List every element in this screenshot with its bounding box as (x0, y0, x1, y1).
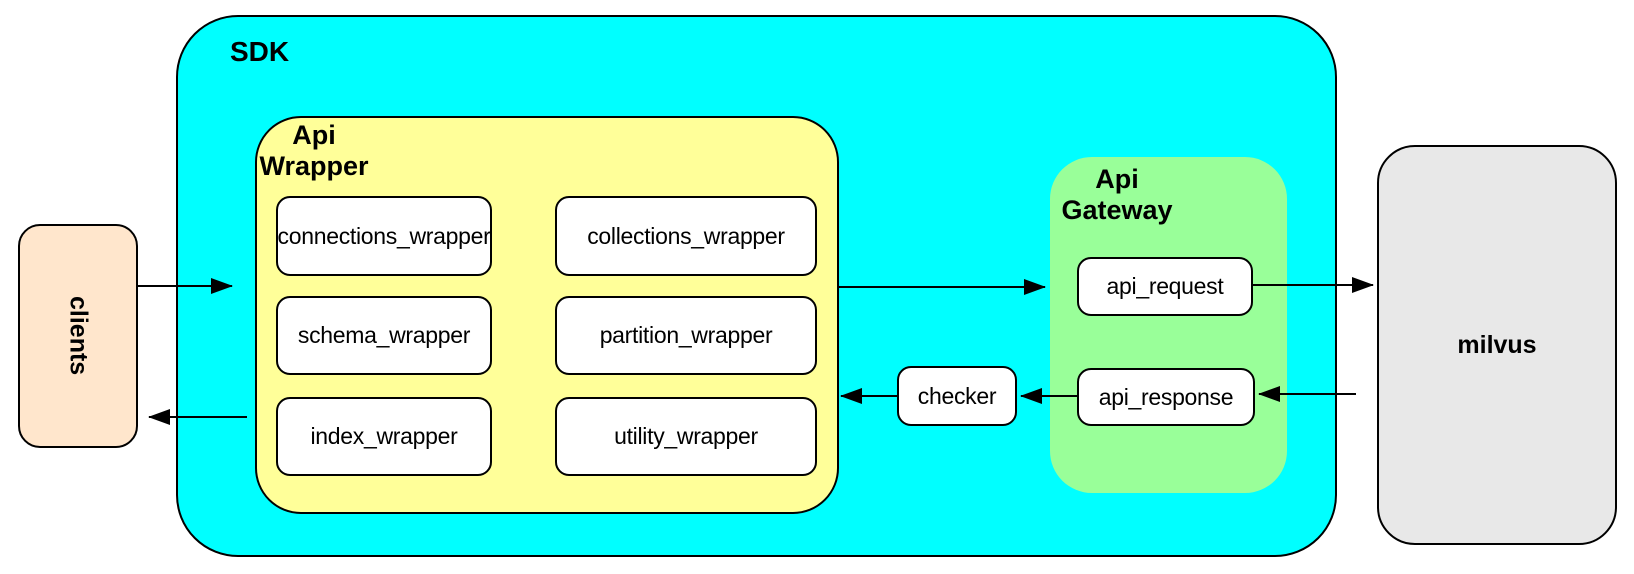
node-utility-wrapper: utility_wrapper (555, 397, 817, 476)
clients-label: clients (64, 296, 93, 376)
milvus-label: milvus (1457, 330, 1537, 359)
node-api-response: api_response (1077, 368, 1255, 426)
node-connections-wrapper: connections_wrapper (276, 196, 492, 276)
node-partition-wrapper: partition_wrapper (555, 296, 817, 375)
checker-node: checker (897, 366, 1017, 426)
clients-node: clients (18, 224, 138, 448)
node-schema-wrapper: schema_wrapper (276, 296, 492, 375)
milvus-node: milvus (1377, 145, 1617, 545)
node-api-request: api_request (1077, 257, 1253, 316)
node-collections-wrapper: collections_wrapper (555, 196, 817, 276)
node-index-wrapper: index_wrapper (276, 397, 492, 476)
api-gateway-container (1050, 157, 1287, 493)
api-wrapper-label: Api Wrapper (259, 120, 369, 181)
api-gateway-label: Api Gateway (1061, 164, 1173, 225)
sdk-label: SDK (230, 36, 290, 67)
